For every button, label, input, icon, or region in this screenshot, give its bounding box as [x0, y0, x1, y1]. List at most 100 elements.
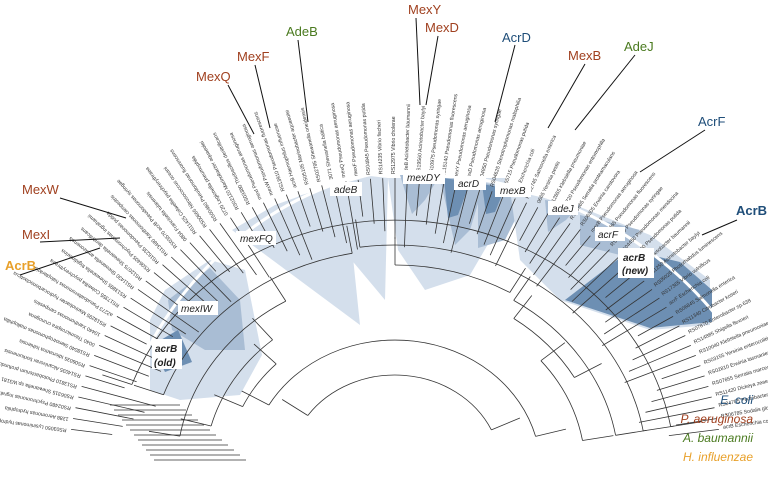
- band-acrb-new: [565, 250, 712, 328]
- pointer-mexf: [254, 64, 271, 129]
- branch-terminal: [602, 306, 667, 346]
- clade-labels: adeB mexDY acrD mexB adeJ acrF mexFQ mex…: [152, 170, 654, 369]
- branch-terminal: [638, 407, 715, 423]
- branch-terminal: [483, 194, 505, 245]
- branch-terminal: [637, 316, 674, 337]
- pointer-adej: [574, 54, 636, 131]
- pointer-mexi: [39, 237, 121, 243]
- branch-connector: [535, 428, 566, 437]
- gene-label-mexb: MexB: [568, 48, 601, 63]
- gene-label-mexd: MexD: [425, 20, 459, 35]
- branch-terminal: [130, 297, 187, 335]
- branch-terminal: [94, 355, 149, 377]
- outer-arc: [148, 170, 722, 346]
- branch-terminal: [189, 242, 217, 272]
- branch-terminal: [171, 256, 219, 302]
- gene-pointer-lines: [19, 17, 738, 276]
- gene-label-acrd: AcrD: [502, 30, 531, 45]
- branch-terminal: [603, 297, 660, 335]
- tree-branches: [71, 178, 719, 461]
- pointer-acrd: [494, 44, 516, 123]
- clade-box-mexdy: [403, 170, 445, 184]
- species-legend: E. coli P. aeruginosa A. baumannii H. in…: [680, 393, 753, 464]
- branch-terminal: [668, 429, 719, 436]
- clade-label-acrf: acrF: [598, 230, 619, 241]
- branch-terminal: [73, 418, 123, 427]
- branch-connector: [102, 374, 133, 385]
- branch-terminal: [568, 242, 601, 278]
- gene-label-adeb: AdeB: [286, 24, 318, 39]
- branch-terminal: [297, 191, 311, 227]
- branch-terminal: [489, 198, 516, 256]
- branch-terminal: [263, 202, 288, 252]
- branch-connector: [133, 384, 164, 396]
- branch-terminal: [145, 280, 178, 306]
- branch-terminal: [321, 185, 336, 238]
- pointer-mexq: [227, 84, 255, 135]
- branch-connector: [513, 295, 533, 319]
- clade-box-acrd: [454, 176, 486, 190]
- branch-connector: [241, 390, 270, 406]
- branch-terminal: [536, 229, 581, 287]
- gene-label-mexy: MexY: [408, 2, 442, 17]
- branch-internal: [242, 363, 277, 407]
- gene-label-acrb-ecoli: AcrB: [736, 203, 767, 218]
- leaf-label: RS18295 Marinobacter hydrocarbonoclastic…: [12, 269, 108, 327]
- clade-box-acrb-new: [618, 248, 654, 278]
- branch-terminal: [230, 217, 270, 278]
- branch-terminal: [425, 179, 433, 225]
- clade-label-mexdy: mexDY: [407, 173, 441, 184]
- clade-label-adej: adeJ: [552, 204, 575, 215]
- branch-terminal: [219, 223, 257, 276]
- branch-terminal: [656, 375, 705, 391]
- branch-connector: [513, 276, 531, 301]
- gene-labels: MexY MexD AcrD AdeB MexF MexQ MexB AdeJ …: [5, 2, 767, 273]
- gene-label-acrb-hinf: AcrB: [5, 258, 36, 273]
- branch-terminal: [605, 289, 653, 323]
- band-mexdy-mid: [400, 175, 440, 214]
- branch-internal: [513, 318, 575, 378]
- branch-internal: [513, 300, 616, 436]
- clade-label-acrb-old-1: acrB: [155, 344, 177, 355]
- branch-terminal: [605, 280, 645, 311]
- leaf-label: RS14235 Vibrio fischeri: [376, 120, 384, 174]
- branch-connector: [253, 343, 277, 365]
- branch-connector: [281, 399, 309, 416]
- clade-box-mexb: [495, 183, 531, 197]
- clade-box-mexfq: [236, 231, 276, 245]
- clade-label-mexiw: mexIW: [181, 304, 214, 315]
- branch-terminal: [153, 272, 192, 304]
- branch-connector: [582, 435, 614, 441]
- pointer-mexd: [425, 35, 439, 106]
- branch-connector: [346, 225, 353, 254]
- branch-terminal: [450, 185, 469, 253]
- branch-terminal: [99, 345, 162, 372]
- branch-terminal: [571, 256, 619, 302]
- gene-label-mexw: MexW: [22, 182, 60, 197]
- branch-terminal: [309, 187, 324, 232]
- branch-terminal: [75, 407, 134, 420]
- branch-terminal: [209, 229, 244, 274]
- pointer-acrf: [639, 129, 706, 173]
- legend-abaumannii: A. baumannii: [682, 431, 753, 445]
- branch-terminal: [162, 264, 205, 303]
- clade-box-adej: [548, 201, 578, 215]
- clade-label-mexb: mexB: [500, 186, 526, 197]
- branch-terminal: [645, 396, 712, 413]
- leaf-label: RS04845 Pseudomonas putida: [361, 103, 372, 175]
- pointer-mexy: [415, 17, 421, 106]
- branch-terminal: [676, 418, 717, 426]
- branch-internal: [394, 264, 510, 293]
- clade-label-acrb-new-2: (new): [622, 266, 649, 277]
- branch-connector: [540, 342, 566, 362]
- pointer-mexw: [59, 197, 127, 219]
- branch-terminal: [81, 386, 156, 407]
- branch-terminal: [85, 375, 125, 389]
- clade-box-acrf: [595, 227, 625, 241]
- legend-ecoli: E. coli: [720, 393, 753, 407]
- clade-label-acrd: acrD: [458, 179, 479, 190]
- branch-terminal: [524, 212, 550, 253]
- branch-terminal: [635, 325, 680, 349]
